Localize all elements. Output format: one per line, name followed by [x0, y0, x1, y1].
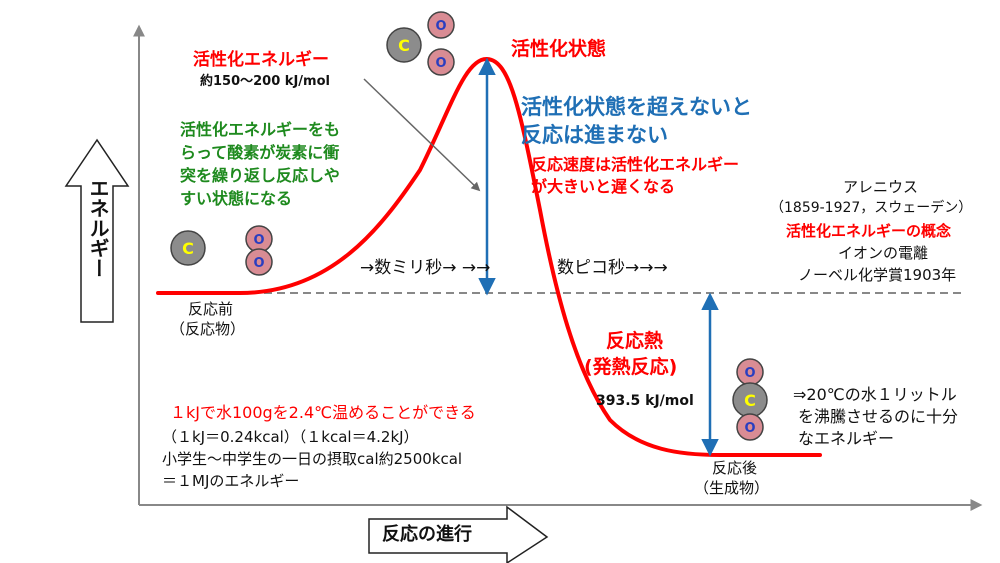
collision-note-line-4: すい状態になる: [180, 189, 293, 208]
svg-text:O: O: [744, 421, 755, 436]
reaction-heat-value: 393.5 kJ/mol: [596, 393, 694, 409]
kj-note-line-4: ＝１MJのエネルギー: [162, 472, 300, 490]
svg-text:C: C: [182, 239, 194, 258]
reaction-heat-label: 反応熱: [606, 330, 664, 352]
svg-text:O: O: [253, 256, 264, 271]
activated-carbon-atom: C: [386, 27, 422, 63]
cannot-react-line-2: 反応は進まない: [521, 123, 668, 147]
picoseconds-label: 数ピコ秒→→→: [557, 258, 668, 278]
product-sub-label: （生成物）: [694, 479, 770, 497]
y-axis-label: エネルギー: [86, 178, 110, 278]
arrhenius-ionization: イオンの電離: [838, 244, 929, 262]
water-note-line-3: なエネルギー: [798, 429, 895, 448]
reactant-carbon-atom: C: [170, 230, 206, 266]
pointer-arrow: [363, 78, 481, 192]
svg-text:O: O: [435, 56, 446, 71]
collision-note-line-2: らって酸素が炭素に衝: [180, 143, 340, 162]
reactant-label: 反応前: [188, 300, 234, 318]
water-note-line-2: を沸騰させるのに十分: [798, 407, 959, 426]
x-axis-label: 反応の進行: [382, 524, 472, 545]
arrhenius-concept: 活性化エネルギーの概念: [786, 222, 952, 240]
arrhenius-years: （1859-1927，スウェーデン）: [770, 200, 973, 216]
exothermic-label: (発熱反応): [584, 356, 678, 378]
activation-energy-label: 活性化エネルギー: [193, 50, 329, 70]
kj-note-line-3: 小学生～中学生の一日の摂取cal約2500kcal: [162, 450, 463, 468]
product-co2-molecule: O C O: [732, 358, 768, 441]
reactant-oxygen-molecule: O O: [245, 225, 273, 276]
arrhenius-name: アレニウス: [843, 178, 919, 196]
product-label: 反応後: [712, 459, 758, 477]
rate-note-line-1: 反応速度は活性化エネルギー: [531, 155, 740, 174]
cannot-react-line-1: 活性化状態を超えないと: [521, 95, 752, 119]
activated-oxygen-molecule: O O: [427, 11, 455, 76]
arrhenius-nobel: ノーベル化学賞1903年: [798, 266, 957, 284]
kj-note-line-1: １kJで水100gを2.4℃温めることができる: [170, 403, 476, 422]
energy-curve: [156, 56, 822, 457]
activated-state-label: 活性化状態: [511, 38, 607, 60]
kj-note-line-2: （１kJ＝0.24kcal）（１kcal＝4.2kJ）: [162, 428, 419, 446]
rate-note-line-2: が大きいと遅くなる: [531, 177, 676, 196]
svg-text:C: C: [398, 36, 410, 55]
svg-text:O: O: [253, 233, 264, 248]
x-axis-arrow-shape: [368, 505, 549, 563]
svg-text:O: O: [435, 19, 446, 34]
reactant-sub-label: （反応物）: [170, 320, 246, 338]
collision-note-line-1: 活性化エネルギーをも: [180, 120, 341, 139]
activation-energy-value: 約150～200 kJ/mol: [200, 74, 330, 89]
milliseconds-label: →数ミリ秒→ →→: [360, 258, 491, 278]
collision-note-line-3: 突を繰り返し反応しや: [180, 166, 340, 185]
water-note-line-1: ⇒20℃の水１リットル: [793, 385, 957, 404]
y-axis-arrow-shape: [64, 138, 130, 323]
svg-text:C: C: [744, 391, 756, 410]
svg-text:O: O: [744, 366, 755, 381]
